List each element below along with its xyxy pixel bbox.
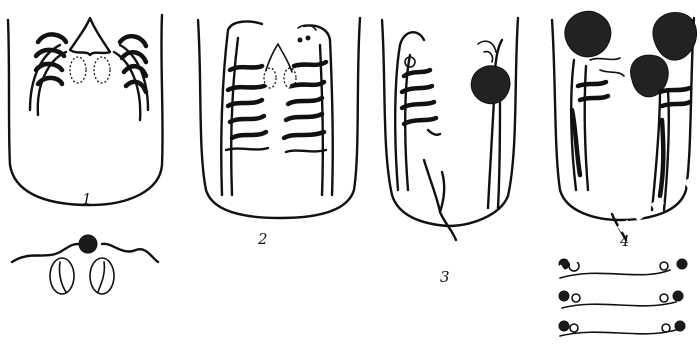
panel-2-cell [198,18,360,218]
panel-2-label: 2 [257,230,268,248]
panel-3-label: 3 [440,268,450,286]
panel-4-label: 4 [619,232,630,250]
panel-1-cell [8,15,163,205]
panel-4-cell [552,11,697,240]
panel-4-subfigure [559,259,687,336]
panel-1-subfigure [12,235,158,294]
panel-3-cell [382,18,518,240]
panel-1-label: 1 [82,190,92,208]
